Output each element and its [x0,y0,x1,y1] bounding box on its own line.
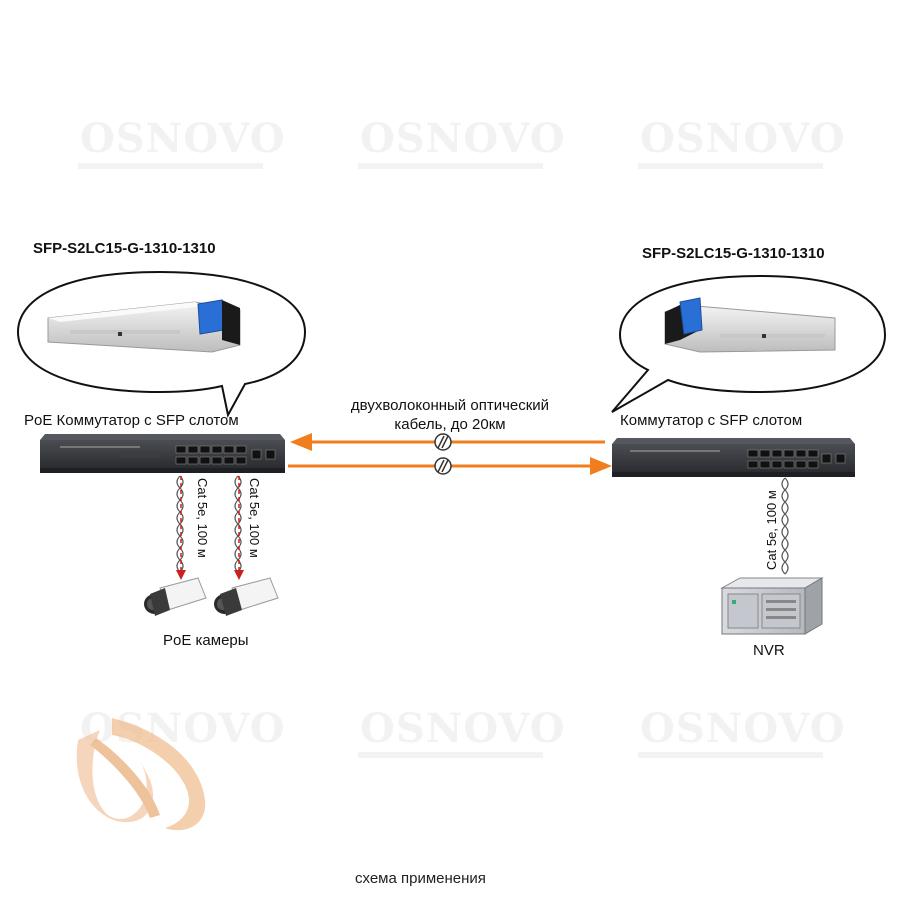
cameras-label: PoE камеры [163,632,249,649]
watermark-2: OSNOVO [360,115,566,162]
nvr-label: NVR [753,642,785,659]
camera-1 [144,577,207,616]
fiber-break-mark-1 [434,433,452,451]
left-model-label: SFP-S2LC15-G-1310-1310 [33,240,216,257]
left-switch [40,434,285,473]
watermark-1: OSNOVO [80,115,286,162]
left-cable-2-label: Cat 5e, 100 м [247,478,262,558]
right-sfp-module [664,297,836,353]
nvr-server [720,577,824,635]
watermark-3: OSNOVO [640,115,846,162]
watermark-underline-1 [78,163,263,169]
fiber-arrow-to-left [290,433,605,451]
fiber-break-mark-2 [434,457,452,475]
camera-2 [214,577,279,616]
fiber-cable-note: двухволоконный оптический кабель, до 20к… [320,396,580,434]
company-logo [76,718,206,831]
watermark-5: OSNOVO [360,705,566,752]
watermark-6: OSNOVO [640,705,846,752]
left-switch-label: PoE Коммутатор с SFP слотом [24,412,239,429]
right-cable-label: Cat 5e, 100 м [764,490,779,570]
fiber-cable-note-line2: кабель, до 20км [394,416,506,433]
diagram-caption: схема применения [355,870,486,887]
watermark-underline-2 [358,163,543,169]
left-sfp-module [47,299,241,353]
right-switch [612,438,855,477]
fiber-cable-note-line1: двухволоконный оптический [350,397,550,414]
watermark-underline-3 [638,163,823,169]
left-cable-1-label: Cat 5e, 100 м [195,478,210,558]
right-switch-label: Коммутатор с SFP слотом [620,412,803,429]
watermark-underline-5 [638,752,823,758]
left-cable-2 [234,475,244,580]
watermark-underline-4 [358,752,543,758]
right-cable [781,477,789,575]
left-cable-1 [176,475,186,580]
right-model-label: SFP-S2LC15-G-1310-1310 [642,245,825,262]
